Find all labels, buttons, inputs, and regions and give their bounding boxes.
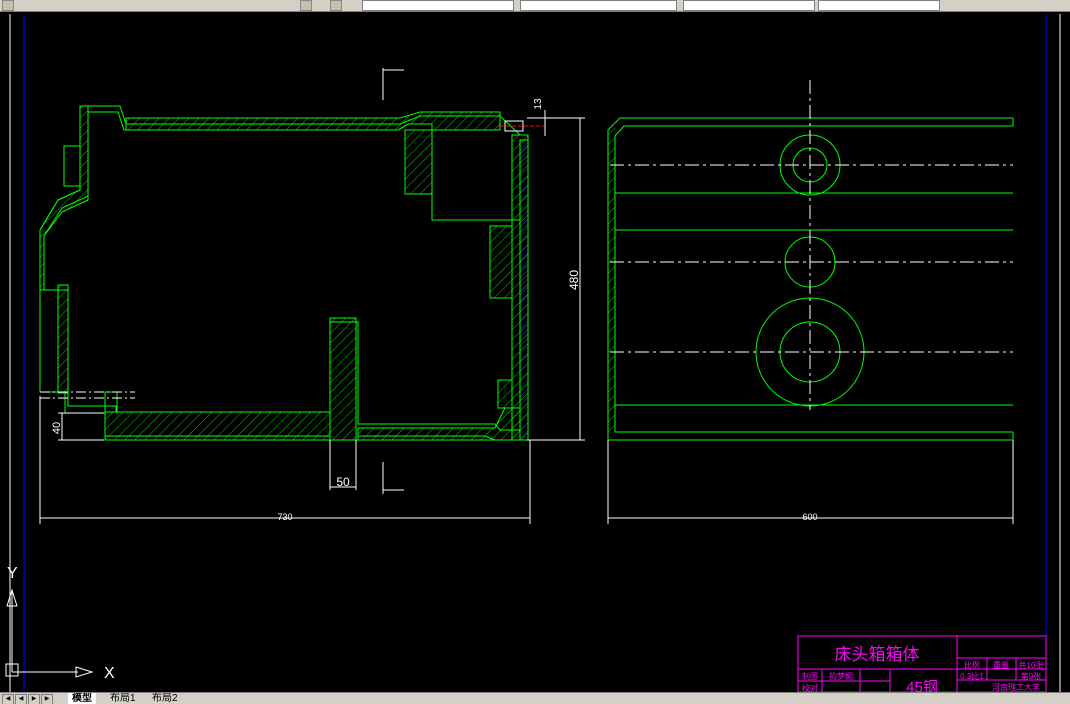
title-block-school: 河南理工大学 — [992, 682, 1040, 692]
title-block-drawn-label: 制图 — [802, 671, 818, 681]
title-block-check-label: 校对 — [802, 683, 818, 692]
tab-prev-button[interactable]: ◀ — [15, 694, 27, 704]
dim-480: 480 — [567, 270, 581, 290]
dim-13: 13 — [533, 98, 544, 110]
toolbar-icon[interactable] — [2, 0, 14, 11]
title-block-material: 45钢 — [906, 679, 938, 692]
hatch-left-wall — [39, 105, 89, 291]
dim-600: 600 — [802, 512, 817, 522]
tab-last-button[interactable]: ▶ — [41, 694, 53, 704]
model-space-canvas[interactable]: 480 730 50 40 13 600 Y X — [0, 12, 1070, 692]
tab-layout2[interactable]: 布局2 — [152, 693, 178, 704]
hatch-bottom-wall — [104, 411, 331, 441]
layer-dropdown[interactable] — [362, 0, 514, 11]
drawing-border — [9, 14, 1061, 692]
front-view-dimensions — [39, 68, 585, 524]
title-block — [797, 635, 1047, 692]
tab-first-button[interactable]: ◀ — [2, 694, 14, 704]
title-block-drawn-name: 韵梦妮 — [829, 671, 853, 681]
tab-layout1[interactable]: 布局1 — [110, 693, 136, 704]
front-view[interactable] — [39, 105, 545, 441]
tab-next-button[interactable]: ▶ — [28, 694, 40, 704]
ucs-x-label: X — [104, 665, 115, 682]
title-block-scale-value: 0.3比1 — [960, 671, 984, 681]
lineweight-dropdown[interactable] — [818, 0, 940, 11]
title-block-scale-label: 比例 — [964, 660, 980, 670]
title-block-sheets: 共10张 — [1019, 661, 1044, 670]
linetype-dropdown[interactable] — [683, 0, 815, 11]
side-view-centerlines — [610, 80, 1013, 410]
hatch-bearing-boss-1 — [404, 129, 433, 195]
toolbar — [0, 0, 1070, 12]
color-dropdown[interactable] — [520, 0, 677, 11]
dim-50: 50 — [336, 475, 350, 489]
title-block-title: 床头箱箱体 — [835, 645, 920, 664]
dim-730: 730 — [277, 512, 292, 522]
side-view-left-wall — [608, 126, 615, 432]
tab-model[interactable]: 模型 — [68, 693, 96, 704]
title-block-weight-label: 重量 — [993, 660, 1009, 670]
hatch-top-wall — [125, 111, 501, 131]
toolbar-icon[interactable] — [300, 0, 312, 11]
front-view-outline — [39, 105, 529, 441]
side-view-dimensions — [607, 440, 1014, 524]
ucs-icon — [5, 588, 94, 678]
hatch-rib — [329, 317, 357, 441]
title-block-sheet-no: 第9张 — [1021, 671, 1041, 681]
hatch-left-lower — [57, 284, 69, 394]
ucs-y-label: Y — [7, 565, 18, 582]
layout-tab-bar: ◀ ◀ ▶ ▶ 模型 布局1 布局2 — [0, 692, 1070, 704]
toolbar-icon[interactable] — [330, 0, 342, 11]
dim-40: 40 — [51, 422, 63, 434]
